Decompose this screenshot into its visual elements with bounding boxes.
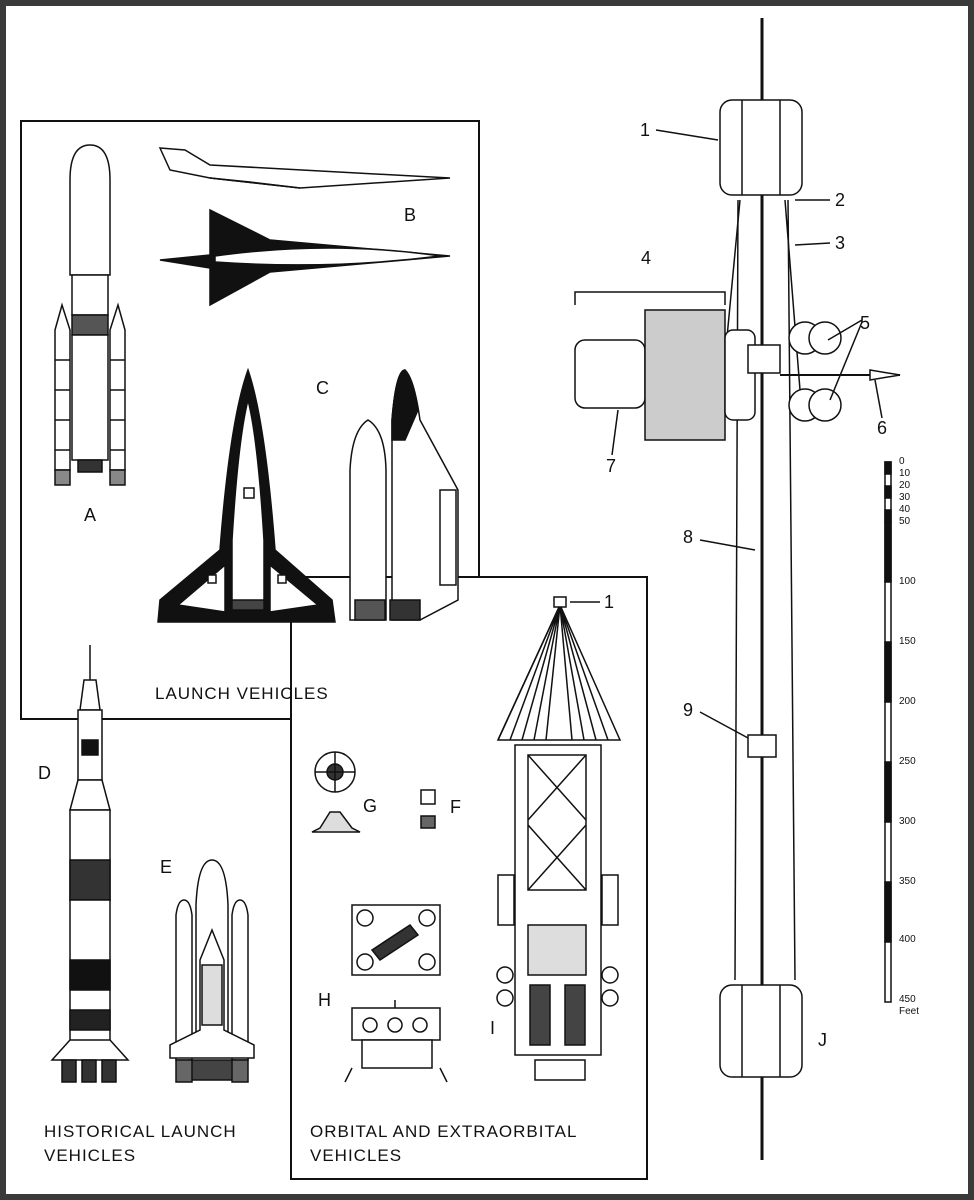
callout-3: 3 xyxy=(835,233,846,253)
scale-tick-250: 250 xyxy=(899,756,916,767)
caption-historical-line1: HISTORICAL LAUNCH xyxy=(44,1122,237,1141)
label-d: D xyxy=(38,763,52,783)
callout-9: 9 xyxy=(683,700,694,720)
scale-tick-50: 50 xyxy=(899,516,911,527)
vehicle-h-landers xyxy=(344,904,448,1083)
callout-4: 4 xyxy=(641,248,652,268)
callout-6: 6 xyxy=(877,418,888,438)
scale-tick-20: 20 xyxy=(899,480,911,491)
scale-tick-150: 150 xyxy=(899,636,916,647)
scale-tick-40: 40 xyxy=(899,504,911,515)
caption-orbital-line1: ORBITAL AND EXTRAORBITAL xyxy=(310,1122,578,1141)
label-i: I xyxy=(490,1018,496,1038)
scale-tick-10: 10 xyxy=(899,468,911,479)
scale-tick-350: 350 xyxy=(899,876,916,887)
vehicle-g-capsule xyxy=(311,751,361,833)
callout-i1: 1 xyxy=(604,592,615,612)
label-g: G xyxy=(363,796,378,816)
vehicle-a-rocket xyxy=(54,144,126,486)
scale-tick-450: 450 xyxy=(899,994,916,1005)
caption-orbital-line2: VEHICLES xyxy=(310,1146,403,1165)
scale-tick-30: 30 xyxy=(899,492,911,503)
vehicle-i-interplanetary xyxy=(496,596,622,1081)
callout-1: 1 xyxy=(640,120,651,140)
callout-2: 2 xyxy=(835,190,846,210)
label-a: A xyxy=(84,505,97,525)
vehicle-d-saturn xyxy=(50,645,130,1083)
label-f: F xyxy=(450,797,462,817)
caption-historical-line2: VEHICLES xyxy=(44,1146,137,1165)
tether-station xyxy=(570,18,901,1160)
callout-8: 8 xyxy=(683,527,694,547)
scale-bar xyxy=(884,461,892,1003)
vehicle-b-spaceplanes xyxy=(158,147,451,307)
label-c: C xyxy=(316,378,330,398)
callout-5: 5 xyxy=(860,313,871,333)
scale-tick-300: 300 xyxy=(899,816,916,827)
vehicle-f-pod xyxy=(420,789,436,829)
label-b: B xyxy=(404,205,417,225)
scale-tick-400: 400 xyxy=(899,934,916,945)
scale-unit: Feet xyxy=(899,1006,920,1017)
label-j: J xyxy=(818,1030,828,1050)
vehicle-c-orbiter xyxy=(157,367,459,623)
caption-launch-vehicles: LAUNCH VEHICLES xyxy=(155,684,329,703)
label-e: E xyxy=(160,857,173,877)
scale-tick-200: 200 xyxy=(899,696,916,707)
scale-tick-0: 0 xyxy=(899,456,905,467)
vehicle-e-shuttle xyxy=(169,859,255,1083)
label-h: H xyxy=(318,990,332,1010)
scale-tick-100: 100 xyxy=(899,576,916,587)
callout-7: 7 xyxy=(606,456,617,476)
